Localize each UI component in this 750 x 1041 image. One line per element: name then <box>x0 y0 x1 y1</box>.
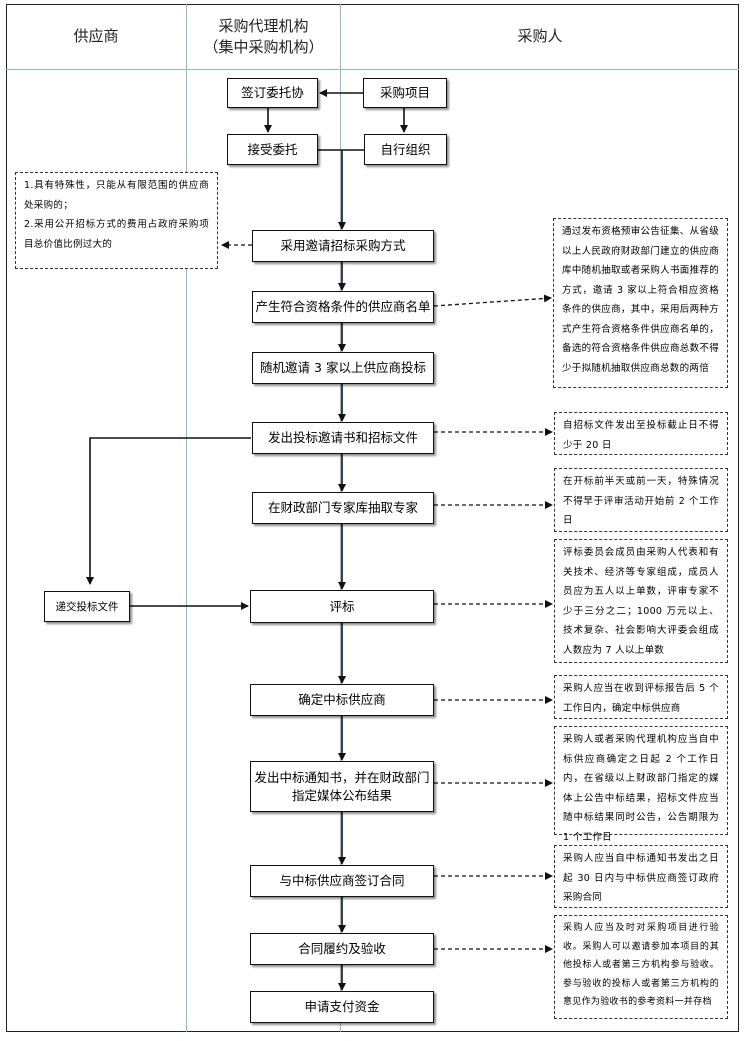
note-text: 采购人应当在收到评标报告后 5 个工作日内，确定中标供应商 <box>563 683 719 714</box>
box-random-invite: 随机邀请 3 家以上供应商投标 <box>252 352 434 384</box>
box-sign-entrust: 签订委托协 <box>227 78 318 108</box>
box-label: 接受委托 <box>247 141 298 157</box>
box-sign-contract: 与中标供应商签订合同 <box>250 865 434 897</box>
box-extract-experts: 在财政部门专家库抽取专家 <box>252 492 434 524</box>
box-label: 发出投标邀请书和招标文件 <box>267 430 418 445</box>
note-notice-deadline: 采购人或者采购代理机构应当自中标供应商确定之日起 2 个工作日内，在省级以上财政… <box>554 726 728 843</box>
note-acceptance: 采购人应当及时对采购项目进行验收。采购人可以邀请参加本项目的其他投标人或者第三方… <box>554 915 728 1019</box>
box-issue-invitation: 发出投标邀请书和招标文件 <box>252 422 434 454</box>
box-label: 采用邀请招标采购方式 <box>280 238 406 253</box>
box-invite-method: 采用邀请招标采购方式 <box>252 230 434 262</box>
note-list-method: 通过发布资格预审公告征集、从省级以上人民政府财政部门建立的供应商库中随机抽取或者… <box>553 218 728 388</box>
box-confirm-winner: 确定中标供应商 <box>250 684 434 716</box>
box-label: 申请支付资金 <box>304 999 380 1014</box>
note-contract-deadline: 采购人应当自中标通知书发出之日起 30 日内与中标供应商签订政府采购合同 <box>554 845 728 908</box>
box-evaluate: 评标 <box>250 590 434 623</box>
column-header-purchaser: 采购人 <box>341 4 739 69</box>
box-self-organize: 自行组织 <box>364 134 447 165</box>
note-condition-1: 1.具有特殊性，只能从有限范围的供应商处采购的； <box>24 180 209 211</box>
box-purchase-project: 采购项目 <box>363 78 447 108</box>
box-label-line1: 发出中标通知书，并在财政部门 <box>254 769 430 785</box>
box-perform-accept: 合同履约及验收 <box>250 933 434 965</box>
dashed-arrow-to-list-method <box>433 294 552 307</box>
supplier-title: 供应商 <box>73 27 119 45</box>
box-label: 随机邀请 3 家以上供应商投标 <box>260 360 426 375</box>
column-header-supplier: 供应商 <box>6 4 186 69</box>
box-submit-bid: 递交投标文件 <box>44 591 130 622</box>
box-label: 自行组织 <box>380 141 431 157</box>
box-label: 签订委托协 <box>241 85 304 100</box>
note-text: 通过发布资格预审公告征集、从省级以上人民政府财政部门建立的供应商库中随机抽取或者… <box>562 226 719 374</box>
diagram-frame <box>6 4 739 1032</box>
agency-subtitle: （集中采购机构） <box>203 37 324 56</box>
box-label: 产生符合资格条件的供应商名单 <box>255 299 431 314</box>
box-label: 合同履约及验收 <box>298 941 386 956</box>
note-text: 采购人应当自中标通知书发出之日起 30 日内与中标供应商签订政府采购合同 <box>563 853 719 903</box>
box-label: 递交投标文件 <box>55 600 119 613</box>
box-accept-entrust: 接受委托 <box>227 134 318 165</box>
purchaser-title: 采购人 <box>517 27 563 45</box>
note-invite-conditions: 1.具有特殊性，只能从有限范围的供应商处采购的； 2.采用公开招标方式的费用占政… <box>15 172 218 269</box>
note-text: 评标委员会成员由采购人代表和有关技术、经济等专家组成，成员人员应为五人以上单数，… <box>563 547 719 656</box>
note-confirm-deadline: 采购人应当在收到评标报告后 5 个工作日内，确定中标供应商 <box>554 675 728 719</box>
note-text: 在开标前半天或前一天，特殊情况不得早于评审活动开始前 2 个工作日 <box>563 476 719 526</box>
header-divider <box>6 69 739 70</box>
note-condition-2: 2.采用公开招标方式的费用占政府采购项目总价值比例过大的 <box>24 219 209 250</box>
box-label: 采购项目 <box>379 85 430 100</box>
box-label: 与中标供应商签订合同 <box>279 873 405 888</box>
box-apply-payment: 申请支付资金 <box>250 991 434 1023</box>
arrow-invitation-to-supplier <box>86 437 251 585</box>
note-text: 自招标文件发出至投标截止日不得少于 20 日 <box>563 420 719 451</box>
column-header-agency: 采购代理机构 （集中采购机构） <box>187 4 340 69</box>
agency-title: 采购代理机构 <box>218 16 309 35</box>
note-text: 采购人应当及时对采购项目进行验收。采购人可以邀请参加本项目的其他投标人或者第三方… <box>563 923 719 1007</box>
box-label: 在财政部门专家库抽取专家 <box>267 500 418 515</box>
box-label: 评标 <box>329 598 355 614</box>
note-expert-timing: 在开标前半天或前一天，特殊情况不得早于评审活动开始前 2 个工作日 <box>554 468 728 532</box>
note-text: 采购人或者采购代理机构应当自中标供应商确定之日起 2 个工作日内，在省级以上财政… <box>563 734 719 843</box>
box-issue-notice: 发出中标通知书，并在财政部门 指定媒体公布结果 <box>250 761 434 812</box>
box-qualified-list: 产生符合资格条件的供应商名单 <box>252 291 434 323</box>
box-label-line2: 指定媒体公布结果 <box>291 787 392 803</box>
note-committee: 评标委员会成员由采购人代表和有关技术、经济等专家组成，成员人员应为五人以上单数，… <box>554 539 728 663</box>
note-bid-period: 自招标文件发出至投标截止日不得少于 20 日 <box>554 412 728 455</box>
lane-divider-supplier-agency <box>186 4 187 1032</box>
box-label: 确定中标供应商 <box>298 692 386 707</box>
